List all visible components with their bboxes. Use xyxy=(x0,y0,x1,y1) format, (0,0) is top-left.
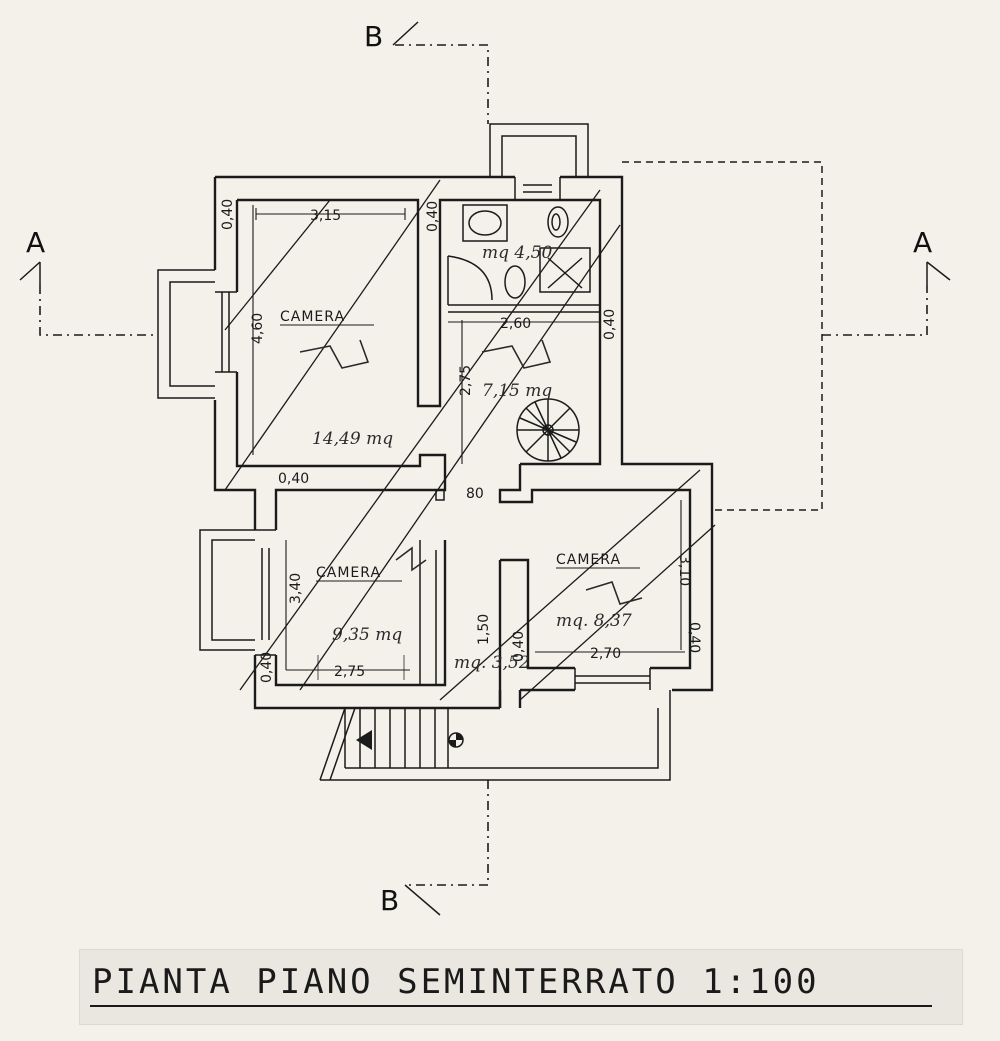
plan-title: PIANTA PIANO SEMINTERRATO 1:100 xyxy=(92,962,820,1002)
stair-area: 7,15 mq xyxy=(482,381,552,401)
hall-area: mq. 3,52 xyxy=(454,653,530,673)
section-a-left-label: A xyxy=(26,226,45,259)
title-underline xyxy=(90,1005,932,1007)
dim-0-40-lowright: 0,40 xyxy=(686,622,702,653)
dim-0-40-topleft: 0,40 xyxy=(220,199,236,230)
dim-0-40-wall: 0,40 xyxy=(425,201,441,232)
dim-4-60: 4,60 xyxy=(250,313,266,344)
dim-3-15: 3,15 xyxy=(310,208,341,224)
dim-3-10: 3,10 xyxy=(676,555,692,586)
level-change-arrows xyxy=(299,339,643,605)
room-label-camera-1: CAMERA xyxy=(280,309,345,325)
windows xyxy=(157,123,651,690)
entrance-stair xyxy=(319,690,671,781)
dim-3-40: 3,40 xyxy=(288,573,304,604)
dim-2-75-horizontal: 2,75 xyxy=(334,664,365,680)
room-2-area: 9,35 mq xyxy=(332,625,402,645)
section-hatching xyxy=(224,179,716,701)
exterior-walls xyxy=(213,175,714,710)
dim-0-40-right: 0,40 xyxy=(602,309,618,340)
room-label-camera-2: CAMERA xyxy=(316,565,381,581)
section-a-right-label: A xyxy=(913,226,932,259)
dim-1-50: 1,50 xyxy=(476,614,492,645)
bath-area: mq 4,50 xyxy=(482,243,552,263)
dim-2-70: 2,70 xyxy=(590,646,621,662)
title-strip xyxy=(80,950,962,1024)
portico-outline xyxy=(622,161,823,511)
dim-0-40-mid: 0,40 xyxy=(278,471,309,487)
room-3-area: mq. 8,37 xyxy=(556,611,632,631)
dim-0-40-lowleft: 0,40 xyxy=(259,652,275,683)
section-b-top-label: B xyxy=(364,20,383,53)
dim-0-40-hall: 0,40 xyxy=(511,631,527,662)
room-label-camera-3: CAMERA xyxy=(556,552,621,568)
bath-fixtures xyxy=(462,204,591,299)
section-b-bottom-label: B xyxy=(380,884,399,917)
dim-2-75-vertical: 2,75 xyxy=(458,365,474,396)
entrance-arrow-icon xyxy=(356,730,372,750)
dimension-lines xyxy=(252,205,685,671)
section-lines xyxy=(19,21,951,916)
spiral-staircase xyxy=(516,398,580,462)
dim-80: 80 xyxy=(466,486,484,502)
room-1-area: 14,49 mq xyxy=(312,429,393,449)
dim-2-60: 2,60 xyxy=(500,316,531,332)
